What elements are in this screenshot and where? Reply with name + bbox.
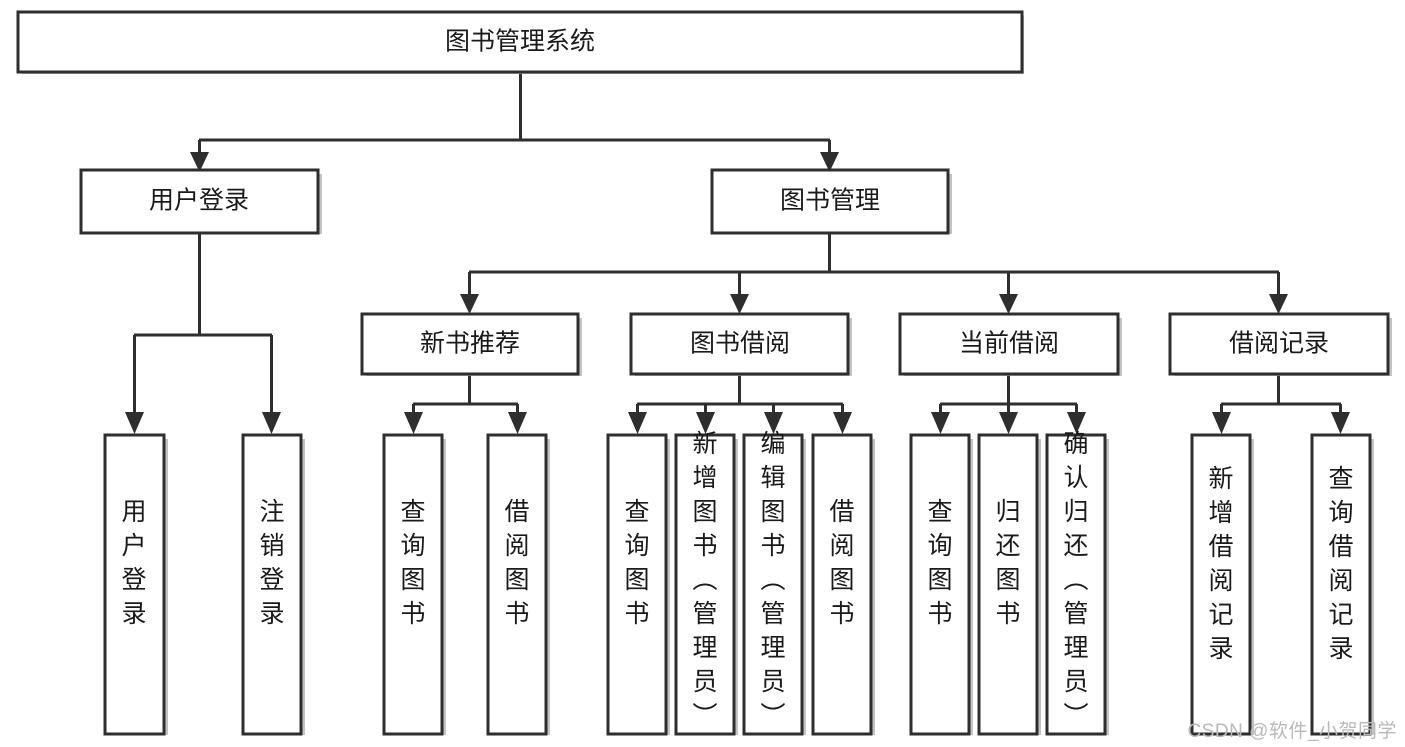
node-root-system[interactable]: 图书管理系统 — [16, 10, 1024, 74]
arrow-bookmgmt-c1 — [460, 294, 479, 314]
leaf-box — [241, 433, 303, 736]
leaf-label: 确认归还︵管理员︶ — [1063, 430, 1088, 730]
user-login-label: 用户登录 — [149, 187, 249, 215]
root-box — [16, 10, 1024, 74]
leaf-current-confirm-admin[interactable]: 确认归还︵管理员︶ — [1045, 430, 1109, 736]
leaf-borrow-query[interactable]: 查询图书 — [606, 433, 670, 736]
leaf-box — [1190, 433, 1252, 736]
leaf-label: 查询图书 — [927, 498, 952, 628]
leaf-label: 归还图书 — [995, 498, 1020, 628]
leaf-box — [742, 433, 804, 736]
leaf-user-login-login[interactable]: 用户登录 — [103, 433, 168, 736]
leaf-box — [674, 433, 736, 736]
arrow-newbook-l1 — [404, 412, 423, 434]
leaf-newbook-borrow[interactable]: 借阅图书 — [486, 433, 550, 736]
arrow-bookmgmt-c3 — [999, 294, 1018, 314]
leaf-box — [486, 433, 548, 736]
arrow-current-l1 — [931, 412, 950, 434]
leaf-box — [977, 433, 1039, 736]
node-user-login[interactable]: 用户登录 — [79, 168, 322, 235]
node-new-book-recommend[interactable]: 新书推荐 — [360, 312, 582, 376]
leaf-borrow-edit-admin[interactable]: 编辑图书︵管理员︶ — [742, 430, 806, 736]
leaf-label: 编辑图书︵管理员︶ — [760, 430, 785, 730]
book-management-box — [710, 168, 950, 235]
current-borrow-box — [898, 312, 1120, 376]
node-book-management[interactable]: 图书管理 — [710, 168, 952, 235]
arrow-root-to-bookmgmt — [820, 152, 839, 172]
root-label: 图书管理系统 — [445, 28, 595, 56]
leaf-user-login-logout[interactable]: 注销登录 — [241, 433, 305, 736]
arrow-borrow-l1 — [628, 412, 647, 434]
arrow-login-leaf2 — [262, 412, 281, 434]
arrow-borrow-l4 — [833, 412, 852, 434]
arrow-newbook-l2 — [508, 412, 527, 434]
new-book-label: 新书推荐 — [420, 330, 520, 358]
leaf-newbook-query[interactable]: 查询图书 — [382, 433, 446, 736]
leaf-label: 新增图书︵管理员︶ — [692, 430, 717, 730]
csdn-watermark: CSDN @软件_小贺同学 — [1187, 721, 1397, 742]
leaf-label: 查询图书 — [400, 498, 425, 628]
leaf-label: 注销登录 — [259, 498, 284, 628]
borrow-record-box — [1168, 312, 1390, 376]
leaf-record-add[interactable]: 新增借阅记录 — [1190, 433, 1254, 736]
leaf-box — [811, 433, 873, 736]
leaf-current-return[interactable]: 归还图书 — [977, 433, 1041, 736]
leaf-label: 借阅图书 — [829, 498, 854, 628]
leaf-box — [606, 433, 668, 736]
leaf-box — [1045, 433, 1107, 736]
new-book-box — [360, 312, 580, 376]
node-current-borrow[interactable]: 当前借阅 — [898, 312, 1122, 376]
borrow-record-label: 借阅记录 — [1229, 330, 1329, 358]
leaf-box — [1310, 433, 1372, 736]
leaf-record-query[interactable]: 查询借阅记录 — [1310, 433, 1374, 736]
leaf-box — [909, 433, 971, 736]
node-borrow-record[interactable]: 借阅记录 — [1168, 312, 1392, 376]
arrow-record-l1 — [1212, 412, 1231, 434]
arrow-bookmgmt-c2 — [730, 294, 749, 314]
arrow-borrow-l2 — [696, 412, 715, 434]
arrow-current-l3 — [1067, 412, 1086, 434]
leaf-box — [382, 433, 444, 736]
leaf-box — [103, 433, 166, 736]
arrow-record-l2 — [1331, 412, 1350, 434]
arrow-current-l2 — [999, 412, 1018, 434]
node-book-borrow[interactable]: 图书借阅 — [629, 312, 852, 376]
book-borrow-label: 图书借阅 — [690, 330, 790, 358]
arrow-bookmgmt-c4 — [1269, 294, 1288, 314]
arrow-borrow-l3 — [764, 412, 783, 434]
connector-layer — [125, 72, 1350, 434]
leaf-label: 新增借阅记录 — [1208, 465, 1233, 663]
user-login-box — [79, 168, 320, 235]
arrow-login-leaf1 — [125, 412, 144, 434]
leaf-label: 借阅图书 — [504, 498, 529, 628]
leaf-label: 查询借阅记录 — [1328, 465, 1353, 663]
book-borrow-box — [629, 312, 850, 376]
book-management-label: 图书管理 — [780, 187, 880, 215]
leaf-label: 用户登录 — [121, 498, 146, 628]
leaf-borrow-borrow[interactable]: 借阅图书 — [811, 433, 875, 736]
current-borrow-label: 当前借阅 — [959, 330, 1059, 358]
leaf-borrow-add-admin[interactable]: 新增图书︵管理员︶ — [674, 430, 738, 736]
leaf-current-query[interactable]: 查询图书 — [909, 433, 973, 736]
arrow-root-to-login — [190, 152, 209, 172]
leaf-label: 查询图书 — [624, 498, 649, 628]
